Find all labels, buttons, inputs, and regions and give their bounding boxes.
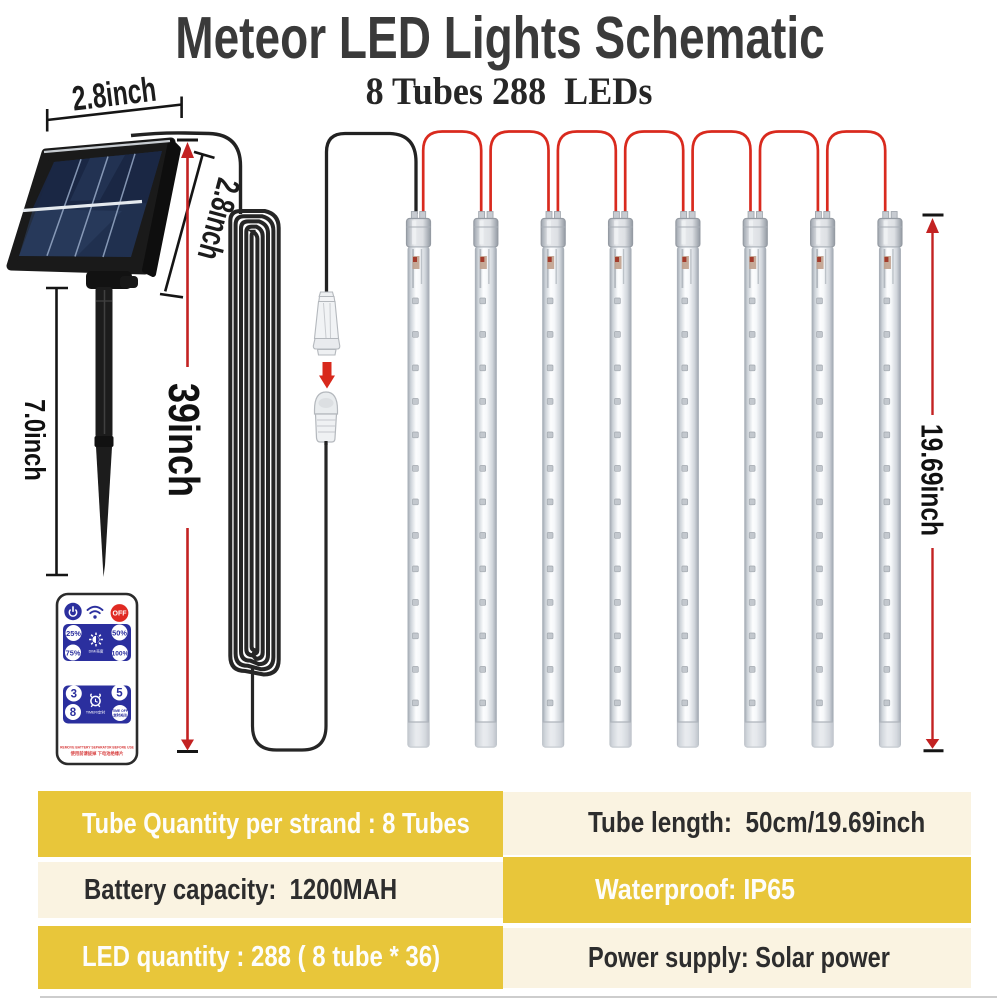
- svg-text:定时关闭: 定时关闭: [112, 712, 127, 717]
- svg-text:3: 3: [71, 689, 77, 701]
- svg-text:50%: 50%: [112, 628, 127, 637]
- svg-text:REMOVE BATTERY SEPARATOR BEFOR: REMOVE BATTERY SEPARATOR BEFORE USE: [60, 746, 135, 750]
- svg-text:100%: 100%: [112, 651, 129, 658]
- svg-text:75%: 75%: [66, 648, 81, 657]
- svg-text:25%: 25%: [66, 629, 81, 638]
- svg-text:TIME OFF: TIME OFF: [112, 709, 128, 713]
- svg-text:TIMER/定时: TIMER/定时: [86, 709, 106, 714]
- svg-text:19.69inch: 19.69inch: [915, 424, 949, 536]
- svg-text:OFF: OFF: [113, 611, 128, 618]
- svg-text:DIM/亮度: DIM/亮度: [89, 648, 104, 653]
- svg-text:8: 8: [70, 707, 77, 719]
- svg-text:使用前请拔掉 下电池绝缘片: 使用前请拔掉 下电池绝缘片: [70, 750, 124, 757]
- svg-text:7.0inch: 7.0inch: [19, 399, 52, 481]
- svg-text:5: 5: [116, 688, 123, 700]
- svg-text:39inch: 39inch: [159, 383, 208, 497]
